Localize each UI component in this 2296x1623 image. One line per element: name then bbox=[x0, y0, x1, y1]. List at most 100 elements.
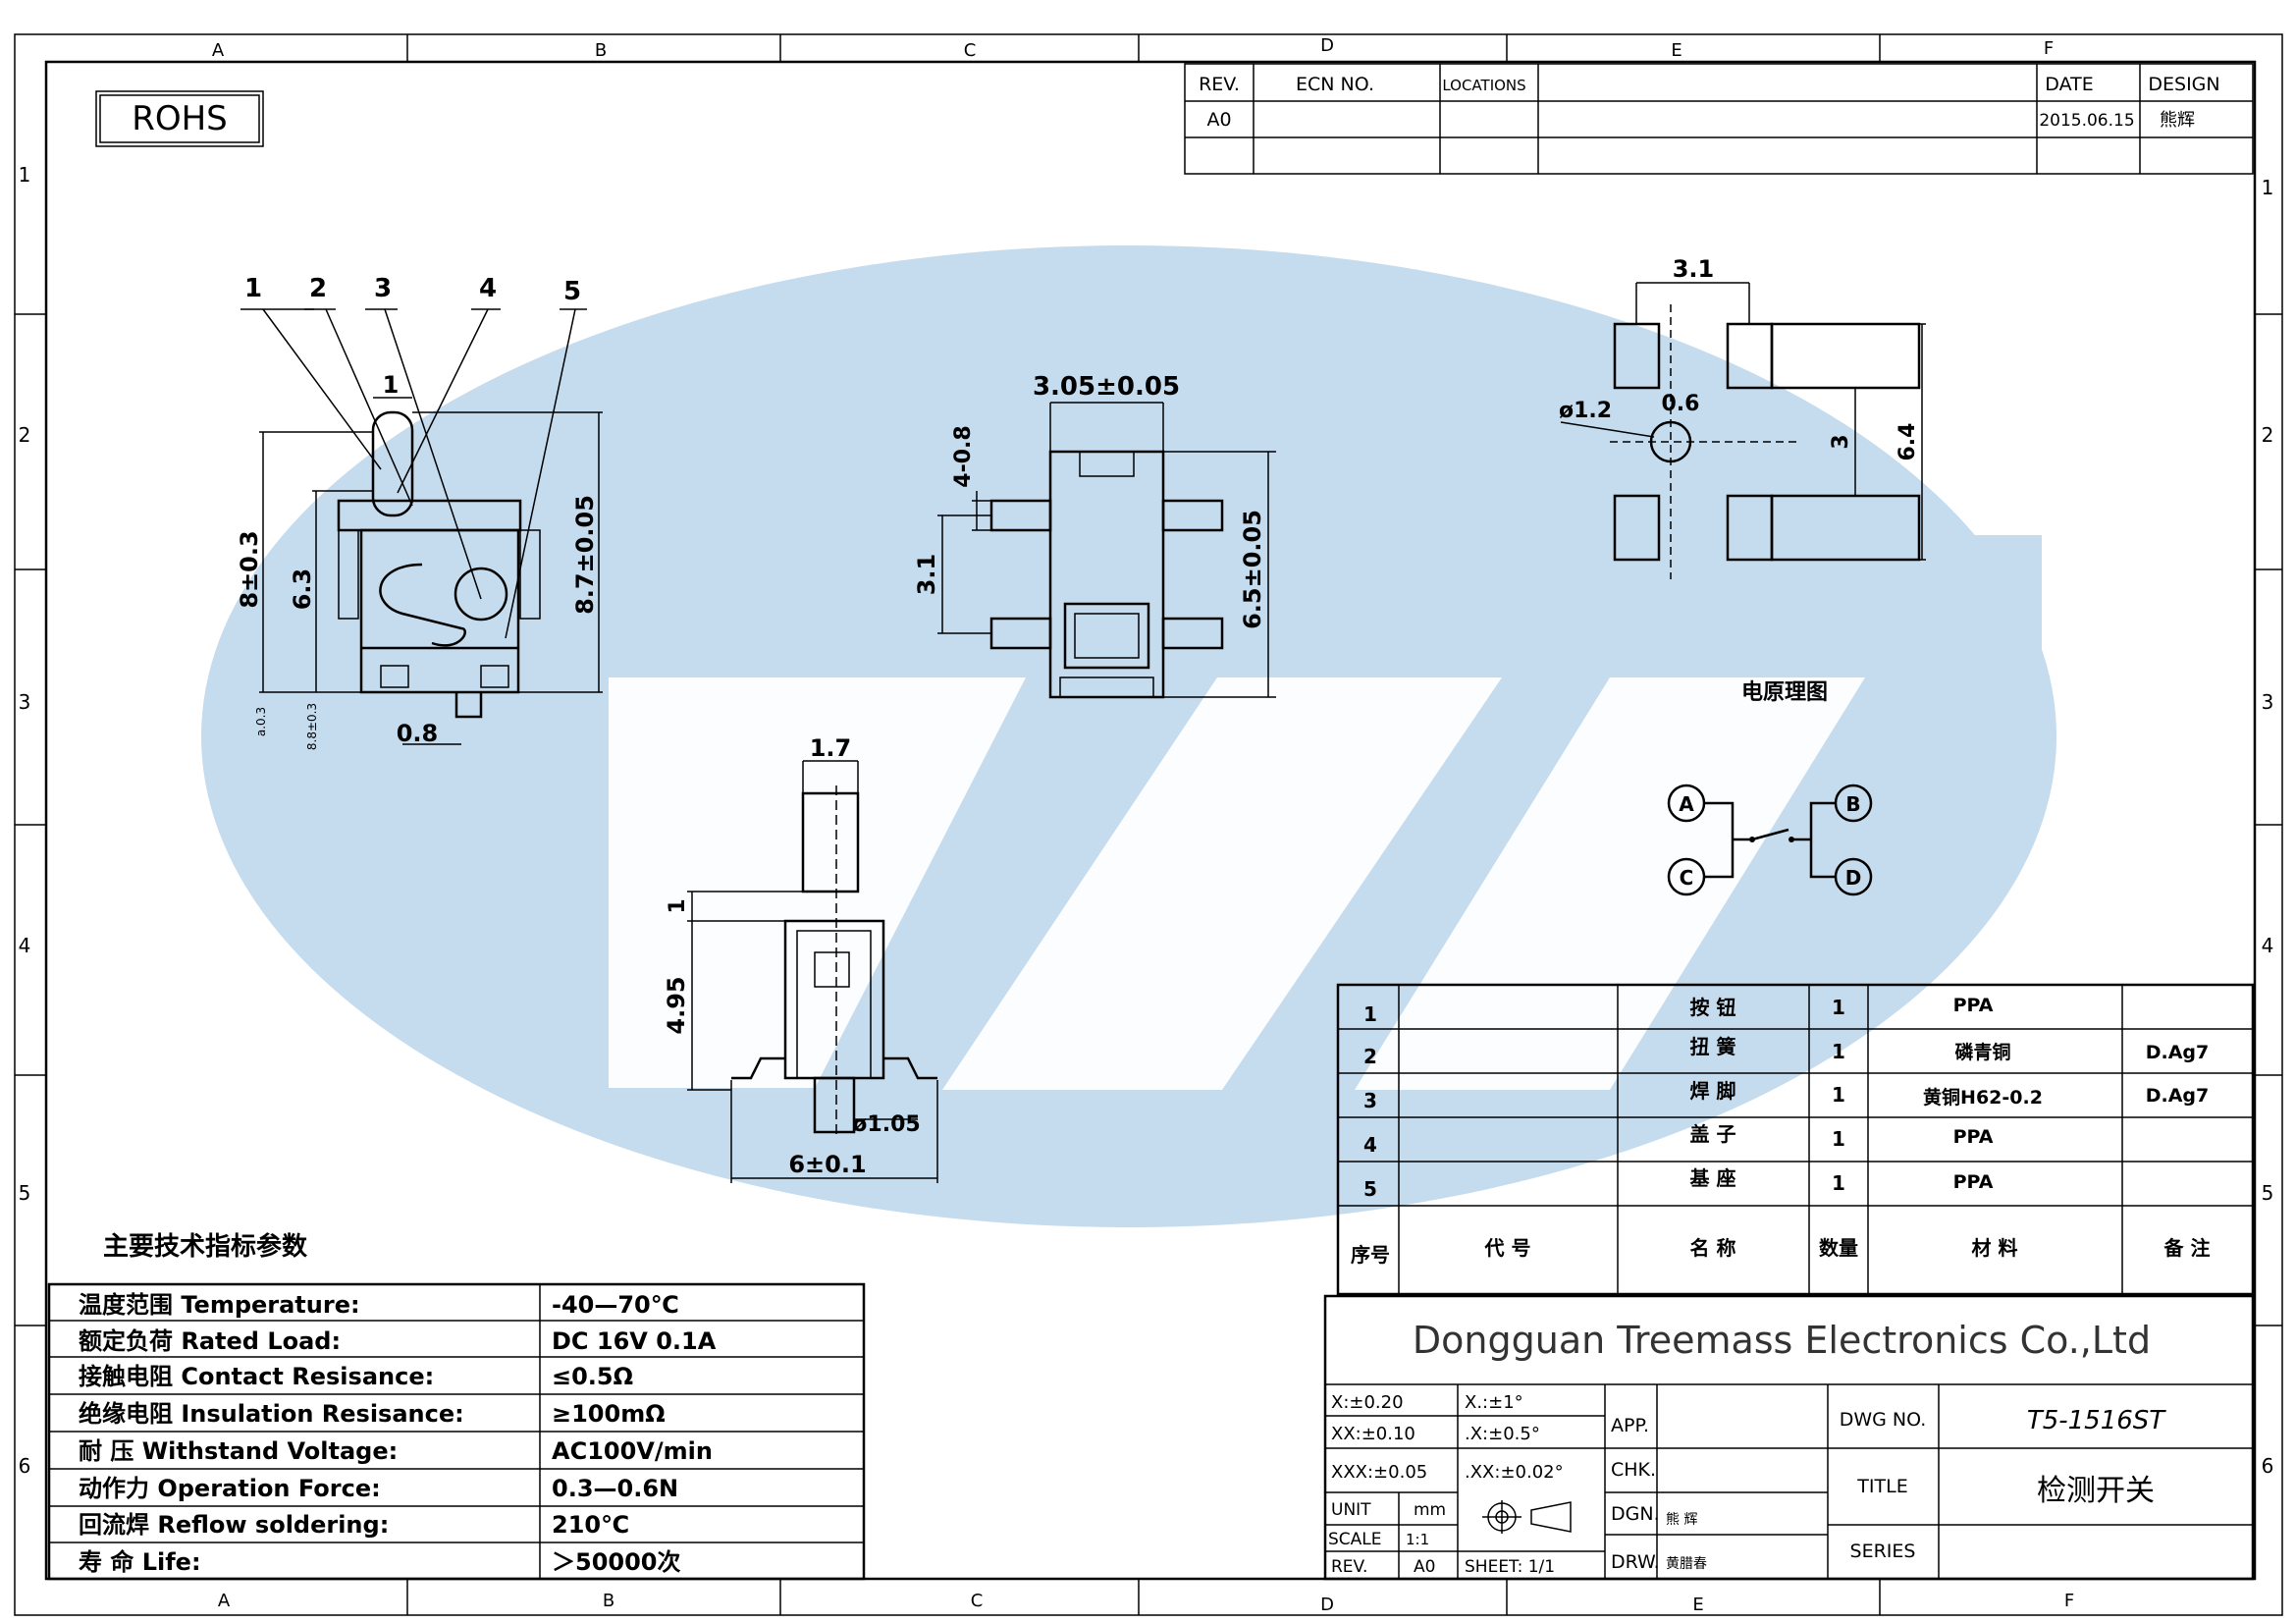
terminal-c: C bbox=[1680, 866, 1694, 890]
balloon-3: 3 bbox=[374, 274, 392, 303]
dim-hole: ø1.2 bbox=[1559, 399, 1612, 423]
spec-label: 动作力 Operation Force: bbox=[79, 1475, 381, 1502]
row-label: 1 bbox=[19, 163, 31, 187]
tol-ang3: .XX:±0.02° bbox=[1465, 1462, 1564, 1483]
drw-label: DRW. bbox=[1611, 1551, 1660, 1573]
projection-symbol-icon bbox=[1482, 1500, 1572, 1534]
scale-label: SCALE bbox=[1328, 1530, 1382, 1549]
spec-value: 0.3—0.6N bbox=[552, 1475, 678, 1502]
dim-bottom: 0.8 bbox=[397, 720, 439, 747]
dim-note-2: 8.8±0.3 bbox=[305, 703, 319, 750]
col-label: D bbox=[1320, 35, 1334, 56]
col-label: B bbox=[603, 1591, 614, 1611]
spec-label: 温度范围 Temperature: bbox=[79, 1291, 360, 1319]
row-label: 4 bbox=[2262, 934, 2274, 957]
bom-row-material: PPA bbox=[1953, 1171, 1994, 1193]
bom-row-name: 焊 脚 bbox=[1690, 1079, 1736, 1103]
drw-name: 黄腊春 bbox=[1666, 1555, 1707, 1572]
row-label: 6 bbox=[2262, 1454, 2274, 1478]
rev-header: REV. bbox=[1199, 74, 1240, 95]
col-label: F bbox=[2044, 38, 2054, 59]
drawing-frame: A B C D E F A B C D E F 1 2 3 4 5 6 1 2 … bbox=[14, 33, 2283, 1616]
row-label: 5 bbox=[19, 1181, 31, 1205]
pcb-layout-drawing: 3.1 ø1.2 0.6 3 6.4 电原理图 bbox=[1559, 255, 1926, 705]
spec-label: 额定负荷 Rated Load: bbox=[79, 1327, 341, 1355]
front-view-drawing: 1.7 1 4.95 ø1.05 6±0.1 bbox=[663, 734, 938, 1183]
dim-right: 6.5±0.05 bbox=[1239, 510, 1266, 629]
dim-note-1: a.0.3 bbox=[254, 707, 268, 736]
col-label: C bbox=[964, 40, 977, 61]
app-label: APP. bbox=[1611, 1415, 1649, 1436]
bom-row-name: 按 钮 bbox=[1690, 996, 1736, 1019]
unit-label: UNIT bbox=[1331, 1500, 1371, 1520]
bom-row-name: 扭 簧 bbox=[1690, 1035, 1736, 1058]
row-label: 2 bbox=[19, 423, 31, 447]
bom-row-name: 盖 子 bbox=[1690, 1122, 1736, 1146]
spec-label: 回流焊 Reflow soldering: bbox=[79, 1511, 389, 1539]
design-value: 熊辉 bbox=[2160, 110, 2195, 131]
col-label: A bbox=[218, 1591, 231, 1611]
dgn-name: 熊 辉 bbox=[1666, 1512, 1697, 1528]
dim-h-right: 8.7±0.05 bbox=[571, 495, 599, 615]
balloon-4: 4 bbox=[479, 274, 497, 303]
bom-row-no: 1 bbox=[1363, 1002, 1377, 1026]
dim-width: 3.05±0.05 bbox=[1033, 372, 1180, 402]
dim-h-outer: 6.4 bbox=[1896, 423, 1920, 461]
terminal-d: D bbox=[1845, 866, 1862, 890]
row-label: 6 bbox=[19, 1454, 31, 1478]
rohs-stamp: ROHS bbox=[95, 90, 264, 147]
bom-row-material: PPA bbox=[1953, 1126, 1994, 1148]
spec-value: -40—70℃ bbox=[552, 1291, 679, 1319]
watermark-logo bbox=[201, 245, 2056, 1608]
bom-row-material: PPA bbox=[1953, 995, 1994, 1016]
dim-pcb-width: 3.1 bbox=[1673, 255, 1715, 283]
rev-value: A0 bbox=[1206, 109, 1231, 131]
row-label: 1 bbox=[2262, 176, 2274, 199]
row-label: 3 bbox=[19, 690, 31, 714]
sheet-label: SHEET: 1/1 bbox=[1465, 1557, 1555, 1577]
specs-title: 主要技术指标参数 bbox=[103, 1231, 308, 1262]
dim-h-inner: 3 bbox=[1829, 434, 1853, 449]
dim-pin: ø1.05 bbox=[852, 1112, 920, 1137]
col-label: E bbox=[1671, 40, 1682, 61]
dim-front-width: 6±0.1 bbox=[788, 1151, 866, 1178]
tol-ang2: .X:±0.5° bbox=[1465, 1424, 1540, 1444]
bom-row-no: 4 bbox=[1363, 1133, 1377, 1157]
schematic-title: 电原理图 bbox=[1741, 680, 1828, 705]
bom-header-no: 序号 bbox=[1351, 1243, 1390, 1267]
dwg-label: DWG NO. bbox=[1840, 1409, 1927, 1431]
date-value: 2015.06.15 bbox=[2039, 111, 2134, 131]
col-label: B bbox=[595, 40, 607, 61]
bom-row-qty: 1 bbox=[1832, 1040, 1845, 1063]
bom-table bbox=[1336, 983, 2255, 1296]
bom-header-note: 备 注 bbox=[2163, 1236, 2211, 1260]
bom-row-no: 3 bbox=[1363, 1089, 1377, 1112]
dgn-label: DGN. bbox=[1611, 1503, 1660, 1525]
locations-header: LOCATIONS bbox=[1442, 77, 1525, 94]
col-label: C bbox=[971, 1591, 984, 1611]
balloon-2: 2 bbox=[309, 274, 327, 303]
spec-value: ≥100mΩ bbox=[552, 1400, 666, 1428]
bom-header-name: 名 称 bbox=[1690, 1236, 1736, 1260]
row-label: 5 bbox=[2262, 1181, 2274, 1205]
bom-row-qty: 1 bbox=[1832, 1127, 1845, 1151]
col-label: E bbox=[1692, 1595, 1703, 1615]
scale-value: 1:1 bbox=[1406, 1531, 1429, 1548]
col-label: D bbox=[1320, 1595, 1334, 1615]
bom-header-code: 代 号 bbox=[1484, 1236, 1531, 1260]
spec-label: 耐 压 Withstand Voltage: bbox=[79, 1437, 398, 1465]
spec-value: ≤0.5Ω bbox=[552, 1363, 633, 1390]
balloon-1: 1 bbox=[244, 274, 262, 303]
top-view-drawing: 3.05±0.05 4-0.8 3.1 6.5±0.05 bbox=[913, 372, 1276, 699]
spec-value: ＞50000次 bbox=[552, 1548, 681, 1576]
ecn-header: ECN NO. bbox=[1296, 74, 1374, 95]
bom-row-material: 磷青铜 bbox=[1954, 1041, 2010, 1063]
terminal-b: B bbox=[1845, 792, 1860, 816]
spec-value: AC100V/min bbox=[552, 1437, 713, 1465]
dim-h-left: 8±0.3 bbox=[236, 530, 263, 608]
drawing-title: 检测开关 bbox=[2037, 1474, 2155, 1508]
dim-h2: 4.95 bbox=[663, 976, 690, 1034]
bom-row-material: 黄铜H62-0.2 bbox=[1923, 1086, 2043, 1109]
company-name: Dongguan Treemass Electronics Co.,Ltd bbox=[1413, 1319, 2151, 1362]
